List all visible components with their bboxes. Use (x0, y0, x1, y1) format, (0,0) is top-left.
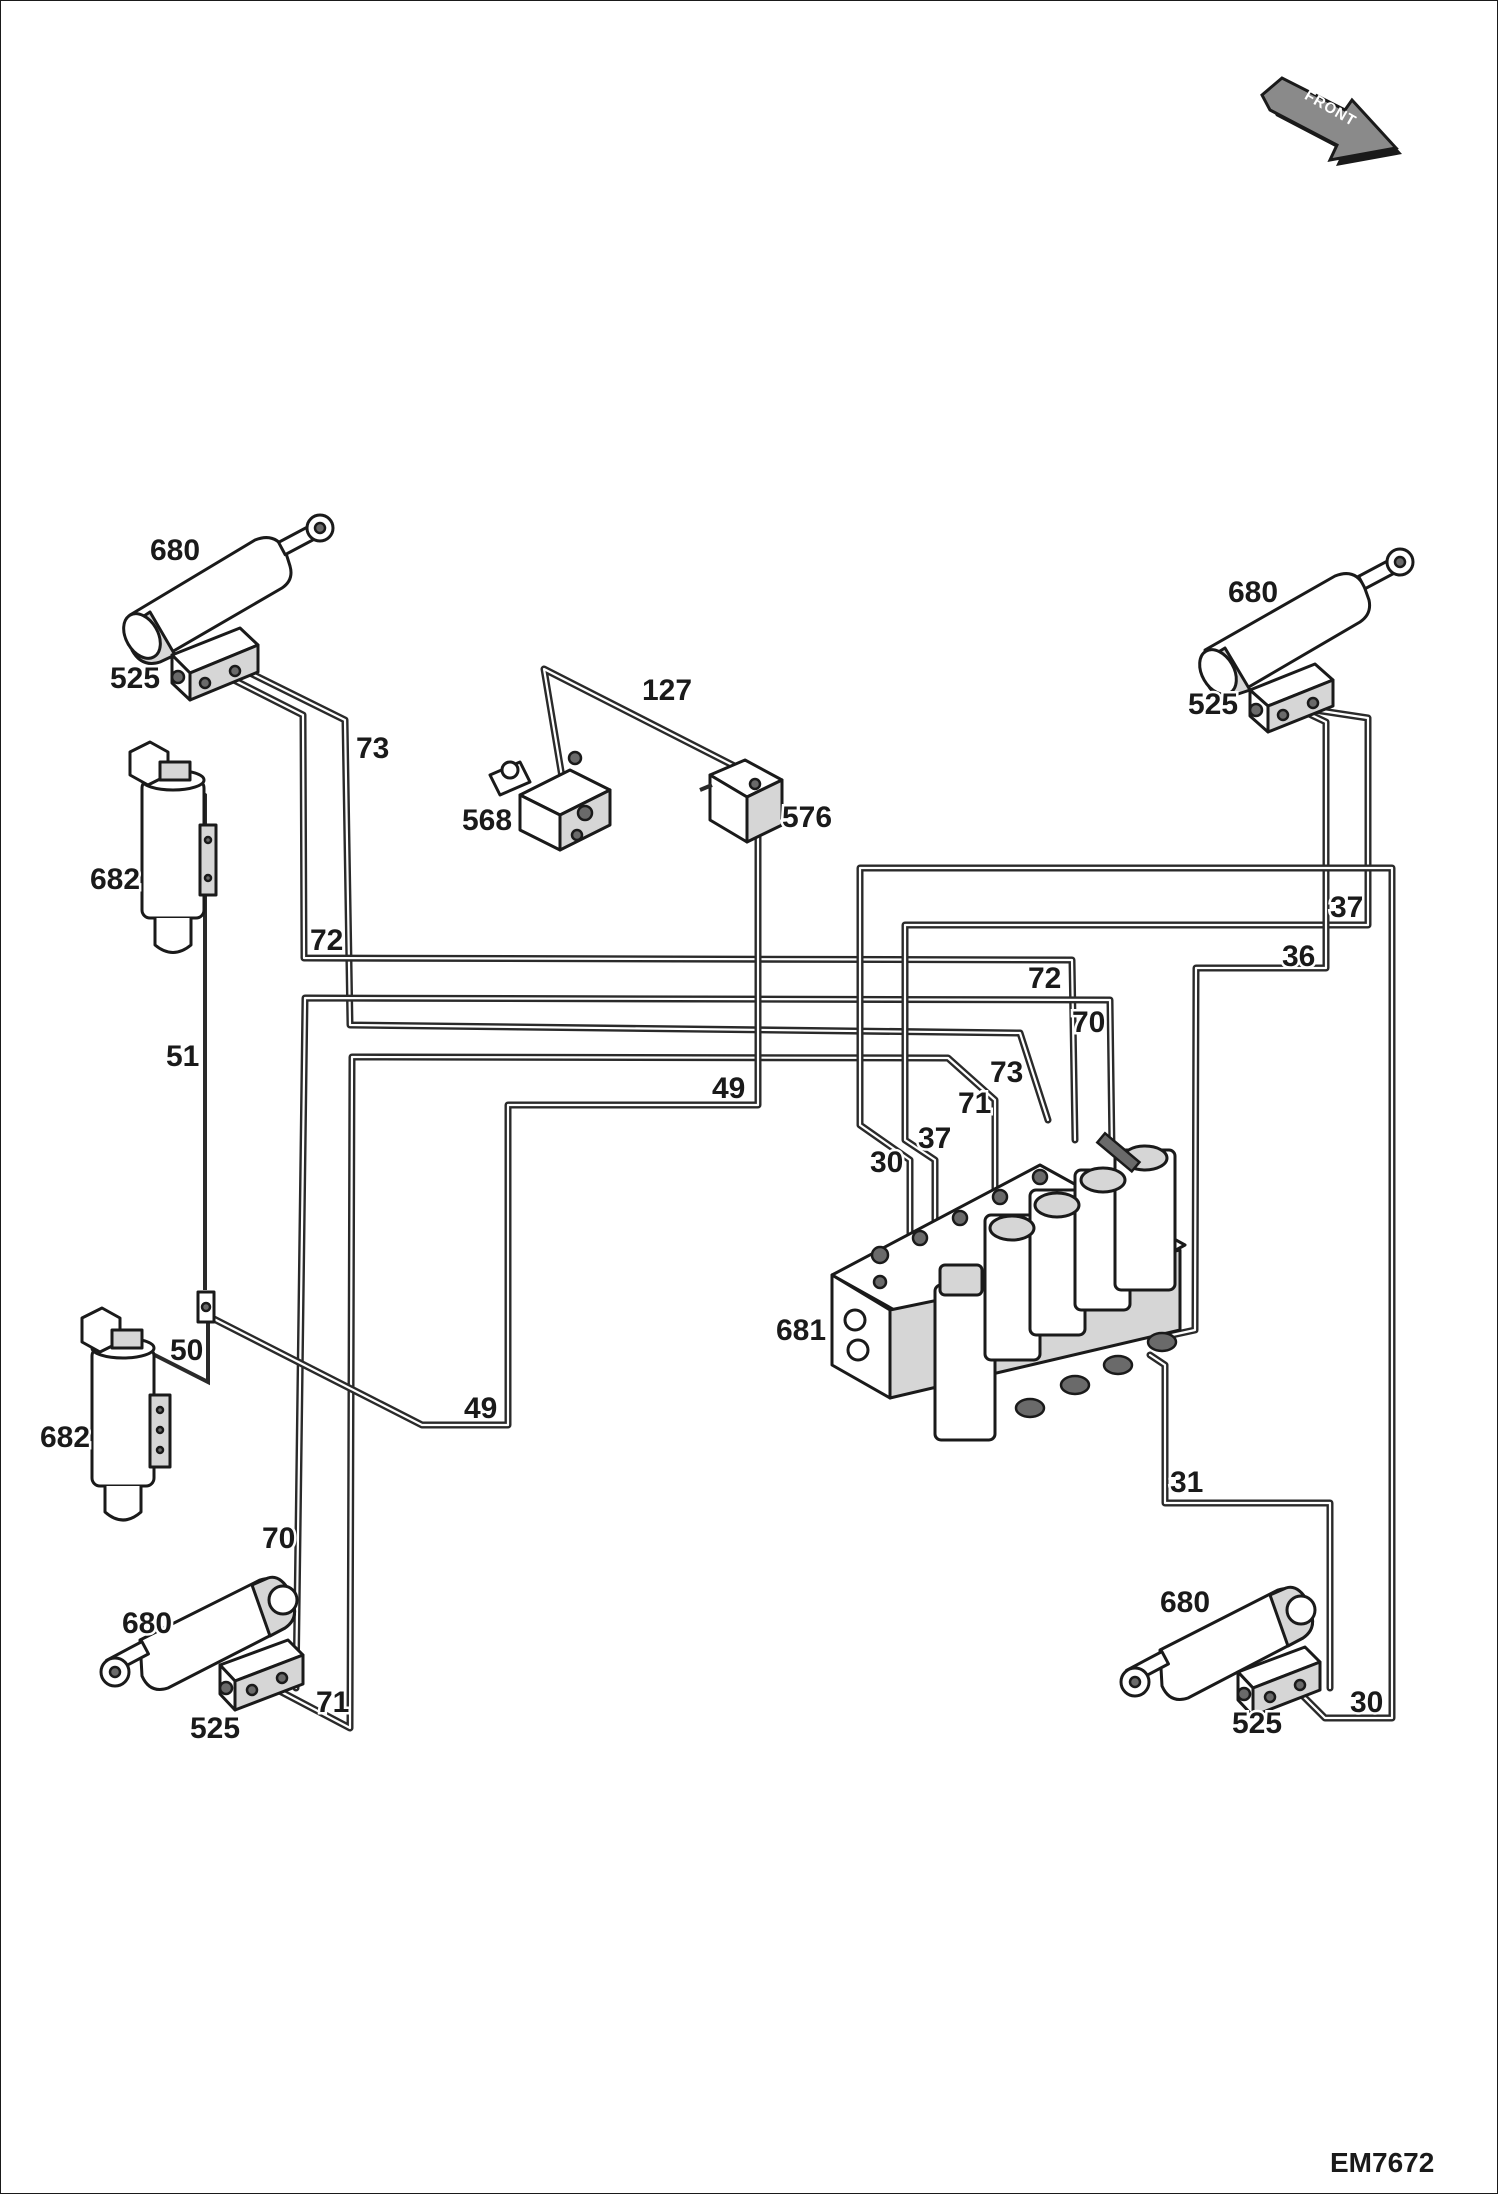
hose-labels: 127 73 72 72 70 73 71 37 36 37 30 49 49 … (164, 672, 1386, 1722)
label-hose-71-right: 71 (958, 1087, 991, 1120)
label-hose-73-right: 73 (990, 1056, 1023, 1089)
label-block-bottom-right: 525 (1232, 1707, 1282, 1740)
hose-70 (292, 994, 1116, 1692)
component-labels: 680 525 680 525 682 682 568 576 681 680 … (38, 532, 1285, 1748)
label-hose-30-bottom: 30 (1350, 1686, 1383, 1719)
label-hose-37-mid: 37 (918, 1122, 951, 1155)
figure-code: EM7672 (1330, 2147, 1434, 2178)
label-accumulator-upper: 682 (90, 863, 140, 896)
label-hose-49-top: 49 (712, 1072, 745, 1105)
label-hose-31: 31 (1170, 1466, 1203, 1499)
label-hose-30-mid: 30 (870, 1146, 903, 1179)
cylinder-bottom-right (1119, 1585, 1317, 1701)
accumulator-upper (128, 740, 218, 954)
hose-72 (220, 671, 1079, 1144)
hose-71 (268, 1053, 999, 1732)
hose-73-top (236, 664, 1052, 1124)
label-block-top-right: 525 (1188, 688, 1238, 721)
hose-50 (134, 1318, 210, 1386)
hose-49 (208, 806, 762, 1429)
tee-fitting (196, 1290, 216, 1324)
label-hose-36: 36 (1282, 940, 1315, 973)
label-control-valve: 681 (776, 1314, 826, 1347)
hose-36 (1168, 708, 1330, 1339)
block-bottom-left (218, 1638, 305, 1712)
label-cylinder-bottom-right: 680 (1160, 1586, 1210, 1619)
cylinder-top-left (122, 513, 335, 665)
label-block-top-left: 525 (110, 662, 160, 695)
label-block-bottom-left: 525 (190, 1712, 240, 1745)
switch-valve (488, 750, 612, 852)
cylinder-bottom-left (99, 1575, 299, 1691)
label-hose-71-left: 71 (316, 1686, 349, 1719)
hose-30 (856, 864, 1396, 1722)
label-hose-49-bottom: 49 (464, 1392, 497, 1425)
cylinder-top-right (1198, 547, 1415, 699)
label-pressure-switch: 576 (782, 801, 832, 834)
hoses (134, 664, 1396, 1732)
label-cylinder-bottom-left: 680 (122, 1607, 172, 1640)
label-hose-73-top: 73 (356, 732, 389, 765)
block-bottom-right (1236, 1645, 1322, 1718)
label-cylinder-top-left: 680 (150, 534, 200, 567)
label-accumulator-lower: 682 (40, 1421, 90, 1454)
label-hose-37-top: 37 (1330, 891, 1363, 924)
label-switch-valve: 568 (462, 804, 512, 837)
label-hose-50: 50 (170, 1334, 203, 1367)
block-top-right (1248, 662, 1335, 734)
label-hose-70-left: 70 (262, 1522, 295, 1555)
label-hose-127: 127 (642, 674, 692, 707)
control-valve (830, 1131, 1187, 1442)
hose-31 (1146, 1351, 1334, 1692)
pressure-switch (699, 758, 784, 844)
hose-37 (901, 706, 1372, 1239)
hose-127 (540, 665, 762, 782)
label-hose-72-left: 72 (310, 924, 343, 957)
label-hose-51: 51 (166, 1040, 199, 1073)
front-arrow-icon: FRONT (1260, 76, 1402, 166)
block-top-left (170, 626, 260, 702)
label-hose-72-right: 72 (1028, 962, 1061, 995)
accumulator-lower (80, 1306, 172, 1522)
label-hose-70-right: 70 (1072, 1006, 1105, 1039)
label-cylinder-top-right: 680 (1228, 576, 1278, 609)
